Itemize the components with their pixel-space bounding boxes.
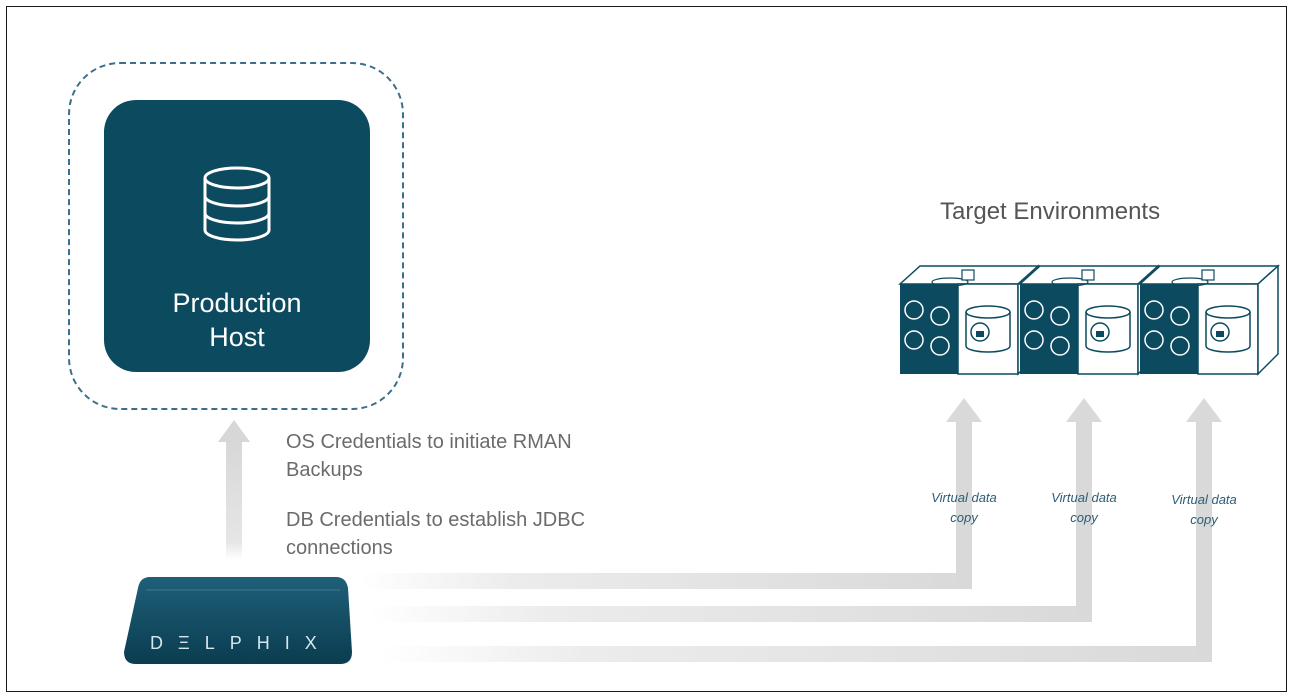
- production-host: Production Host: [104, 100, 370, 372]
- production-boundary: [68, 62, 404, 410]
- virtual-copy-1-line2: copy: [950, 510, 978, 525]
- target-cube-icon: [1138, 264, 1280, 376]
- virtual-copy-2-line2: copy: [1070, 510, 1098, 525]
- virtual-copy-3-line1: Virtual data: [1171, 492, 1237, 507]
- virtual-copy-label-3: Virtual data copy: [1149, 490, 1259, 530]
- os-credentials-line2: Backups: [286, 459, 363, 481]
- connector-3: [380, 398, 1222, 662]
- os-credentials-line1: OS Credentials to initiate RMAN: [286, 431, 572, 453]
- connector-1: [360, 398, 982, 589]
- target-cube-icon: [1018, 264, 1160, 376]
- production-host-line2: Host: [209, 322, 265, 352]
- target-environments-title: Target Environments: [940, 198, 1161, 225]
- virtual-copy-label-1: Virtual data copy: [909, 488, 1019, 528]
- target-cube-icon: [898, 264, 1040, 376]
- virtual-copy-label-2: Virtual data copy: [1029, 488, 1139, 528]
- virtual-copy-1-line1: Virtual data: [931, 490, 997, 505]
- delphix-appliance: [124, 577, 352, 664]
- db-credentials-line1: DB Credentials to establish JDBC: [286, 509, 586, 531]
- virtual-copy-2-line1: Virtual data: [1051, 490, 1117, 505]
- production-host-label: Production Host: [104, 286, 370, 354]
- db-credentials-line2: connections: [286, 537, 393, 559]
- virtual-copy-3-line2: copy: [1190, 512, 1218, 527]
- connector-2: [370, 398, 1102, 622]
- delphix-logo-text: DΞLPHIX: [150, 633, 332, 653]
- database-icon: [203, 166, 271, 242]
- arrow-to-production: [218, 420, 250, 560]
- production-host-line1: Production: [172, 288, 302, 318]
- diagram-frame: [6, 6, 1287, 692]
